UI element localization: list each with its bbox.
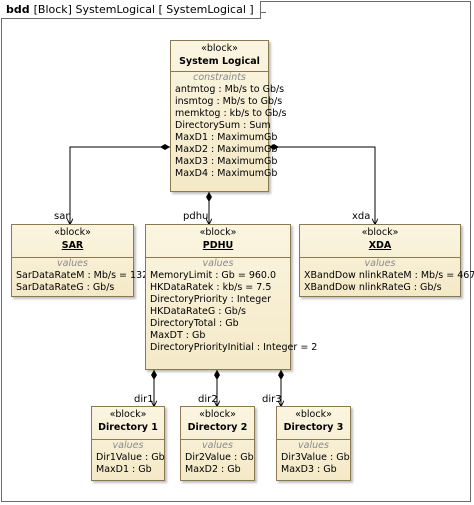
diagram-title: [Block] SystemLogical [ SystemLogical ]: [33, 3, 254, 16]
block-directory-3[interactable]: «block» Directory 3 values Dir3Value : G…: [276, 406, 351, 481]
block-name: Directory 2: [187, 422, 248, 433]
composition-diamond-xda: [269, 144, 279, 150]
property-row: MaxD1 : Gb: [96, 464, 152, 475]
property-row: HKDataRatek : kb/s = 7.5: [150, 282, 272, 293]
property-row: Dir3Value : Gb: [281, 452, 350, 463]
compartment-label: values: [364, 258, 396, 269]
block-stereotype: «block»: [361, 227, 399, 238]
property-row: DirectoryPriorityInitial : Integer = 2: [150, 342, 318, 353]
property-row: antmtog : Mb/s to Gb/s: [175, 84, 285, 95]
compartment-label: constraints: [193, 72, 246, 83]
composition-diamond-pdhu: [206, 192, 212, 202]
property-row: MemoryLimit : Gb = 960.0: [150, 270, 277, 281]
compartment-label: values: [112, 440, 144, 451]
role-label-dir3: dir3: [262, 394, 282, 405]
diagram-frame-tab: bdd[Block] SystemLogical [ SystemLogical…: [1, 1, 261, 19]
block-stereotype: «block»: [54, 227, 91, 238]
property-row: DirectoryPriority : Integer: [150, 294, 272, 305]
property-row: Dir1Value : Gb: [96, 452, 165, 463]
block-stereotype: «block»: [199, 227, 237, 238]
composition-diamond-dir1: [151, 370, 157, 380]
block-name: XDA: [368, 240, 392, 251]
block-directory-2[interactable]: «block» Directory 2 values Dir2Value : G…: [180, 406, 255, 481]
diagram-kind: bdd: [6, 3, 30, 16]
property-row: MaxD2 : MaximumGb: [175, 144, 278, 155]
composition-diamond-dir2: [214, 370, 220, 380]
block-stereotype: «block»: [201, 43, 238, 54]
role-label-pdhu: pdhu: [183, 211, 209, 222]
property-row: SarDataRateM : Mb/s = 132.4: [16, 270, 158, 281]
block-name: SAR: [61, 240, 84, 251]
block-name: PDHU: [202, 240, 234, 251]
composition-diamond-dir3: [278, 370, 284, 380]
property-row: Dir2Value : Gb: [185, 452, 254, 463]
property-row: XBandDow nlinkRateM : Mb/s = 467.0: [304, 270, 474, 281]
property-row: DirectoryTotal : Gb: [150, 318, 239, 329]
composition-diamond-sar: [160, 144, 170, 150]
property-row: insmtog : Mb/s to Gb/s: [175, 96, 283, 107]
block-stereotype: «block»: [109, 409, 147, 420]
property-row: MaxD3 : Gb: [281, 464, 337, 475]
role-label-xda: xda: [352, 211, 371, 222]
block-sar[interactable]: «block» SAR values SarDataRateM : Mb/s =…: [11, 224, 158, 297]
block-name: Directory 3: [283, 422, 344, 433]
block-name: System Logical: [179, 56, 260, 67]
block-pdhu[interactable]: «block» PDHU values MemoryLimit : Gb = 9…: [145, 224, 318, 370]
role-label-dir1: dir1: [134, 394, 154, 405]
block-xda[interactable]: «block» XDA values XBandDow nlinkRateM :…: [299, 224, 474, 297]
property-row: MaxD1 : MaximumGb: [175, 132, 278, 143]
property-row: HKDataRateG : Gb/s: [150, 306, 246, 317]
property-row: DirectorySum : Sum: [175, 120, 271, 131]
role-label-dir2: dir2: [198, 394, 218, 405]
block-stereotype: «block»: [199, 409, 236, 420]
property-row: MaxD2 : Gb: [185, 464, 241, 475]
compartment-label: values: [202, 440, 233, 451]
property-row: MaxD4 : MaximumGb: [175, 168, 278, 179]
block-system-logical[interactable]: «block» System Logical constraints antmt…: [170, 40, 287, 192]
property-row: MaxD3 : MaximumGb: [175, 156, 278, 167]
connector-xda: [269, 146, 375, 224]
compartment-label: values: [57, 258, 88, 269]
role-label-sar: sar: [54, 211, 70, 222]
compartment-label: values: [202, 258, 234, 269]
compartment-label: values: [298, 440, 329, 451]
block-stereotype: «block»: [295, 409, 332, 420]
property-row: memktog : kb/s to Gb/s: [175, 108, 287, 119]
property-row: SarDataRateG : Gb/s: [16, 282, 115, 293]
property-row: MaxDT : Gb: [150, 330, 206, 341]
block-name: Directory 1: [98, 422, 158, 433]
connector-sar: [70, 146, 170, 224]
property-row: XBandDow nlinkRateG : Gb/s: [304, 282, 442, 293]
block-directory-1[interactable]: «block» Directory 1 values Dir1Value : G…: [91, 406, 165, 481]
